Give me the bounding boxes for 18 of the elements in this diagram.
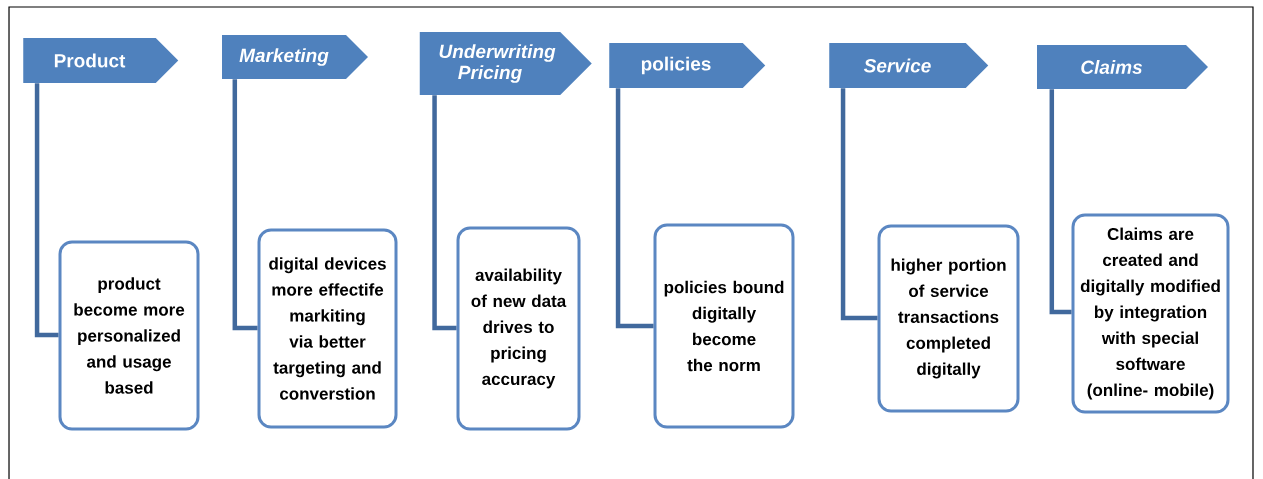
connector-line	[1049, 89, 1072, 315]
text-box: policies bound digitally become the norm	[653, 223, 795, 429]
connector-line	[34, 83, 59, 338]
text-box: product become more personalized and usage based	[58, 240, 200, 431]
connector-line	[840, 88, 878, 321]
text-box: higher portion of service transactions completed digitally	[877, 224, 1020, 413]
header-banner: Underwriting Pricing	[419, 32, 592, 95]
connector-line	[615, 88, 654, 329]
text-box: availability of new data drives to pricing accuracy	[456, 226, 581, 431]
header-banner: Service	[829, 43, 989, 88]
header-banner: Product	[23, 38, 179, 83]
header-banner: policies	[609, 43, 766, 88]
text-box: digital devices more effectife markiting via better targeting and converstion	[257, 228, 398, 429]
text-box: Claims are created and digitally modified by integration with special software (online- mobile)	[1071, 213, 1230, 414]
connector-line	[232, 79, 258, 331]
connector-line	[432, 95, 457, 331]
header-banner: Claims	[1037, 45, 1208, 89]
header-banner: Marketing	[222, 35, 368, 79]
